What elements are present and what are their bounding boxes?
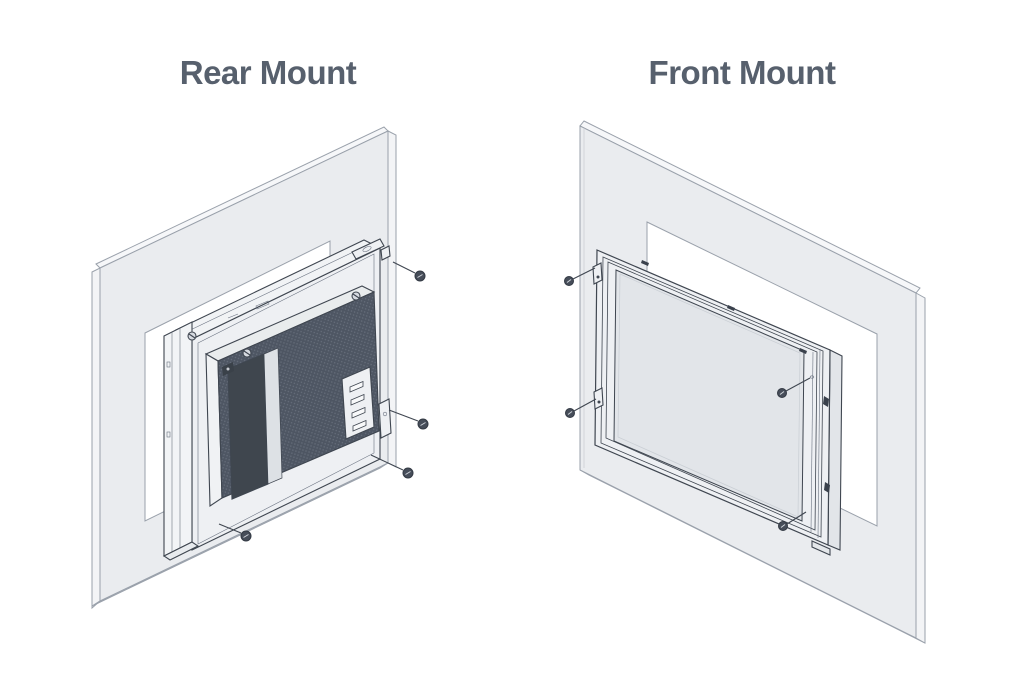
mounting-screw bbox=[370, 454, 414, 479]
mounting-screw bbox=[392, 261, 426, 282]
vent-slot bbox=[349, 380, 364, 393]
bezel-slab-hole bbox=[166, 431, 171, 438]
bezel-slab-foot bbox=[162, 541, 200, 561]
front-mount-illustration bbox=[564, 120, 926, 644]
clamp-screw-tick bbox=[641, 260, 649, 266]
screw-shaft bbox=[370, 454, 404, 471]
io-port-hole bbox=[226, 367, 230, 371]
panel-divider-strip bbox=[263, 347, 283, 485]
mounting-screw bbox=[388, 409, 429, 430]
side-bracket-hole bbox=[382, 411, 388, 417]
screw-shaft bbox=[786, 511, 807, 525]
front-mount-title: Front Mount bbox=[648, 54, 836, 91]
vent-slot bbox=[350, 393, 365, 406]
panel-pc-rear-unit bbox=[162, 238, 392, 561]
mount-tab-hole bbox=[596, 275, 600, 279]
right-rail-line-1 bbox=[810, 351, 814, 533]
bottom-right-foot bbox=[811, 540, 831, 556]
clamp-screw-tick bbox=[823, 396, 829, 407]
mount-tab bbox=[592, 262, 603, 285]
rear-mount-title: Rear Mount bbox=[179, 54, 357, 91]
vent-slot bbox=[352, 419, 367, 432]
dark-side-panel bbox=[227, 353, 269, 500]
top-face-slot bbox=[255, 300, 270, 310]
right-rail-line-2 bbox=[817, 348, 821, 539]
mounting-screw bbox=[218, 523, 252, 542]
bezel-line-3 bbox=[605, 261, 818, 531]
mount-tab-hole bbox=[597, 400, 601, 404]
captive-screw bbox=[187, 331, 197, 341]
vent-slot bbox=[351, 406, 366, 419]
screen bbox=[613, 269, 805, 522]
screw-shaft bbox=[388, 409, 419, 422]
wall-right-edge bbox=[915, 292, 926, 644]
mounting-screw bbox=[564, 267, 596, 286]
side-bracket bbox=[378, 398, 392, 439]
rear-mount-illustration bbox=[91, 126, 429, 610]
chassis-rear-inner-line bbox=[197, 253, 375, 545]
captive-screw bbox=[242, 348, 252, 358]
display-unit bbox=[592, 249, 843, 556]
screw-shaft bbox=[573, 398, 597, 412]
screw-shaft bbox=[218, 523, 242, 534]
captive-screw bbox=[351, 291, 361, 301]
clamp-screw-tick bbox=[727, 305, 735, 311]
screw-target-hole bbox=[809, 375, 815, 379]
mounting-screw bbox=[778, 511, 807, 531]
wall-left-edge bbox=[91, 267, 101, 610]
bezel-slab bbox=[163, 321, 193, 557]
mounting-screw bbox=[777, 375, 815, 398]
chassis-top-mid-line bbox=[181, 243, 371, 335]
bezel-slab-hole bbox=[166, 361, 171, 368]
corner-tab bbox=[380, 245, 391, 261]
screw-shaft bbox=[785, 377, 811, 392]
mounting-screw bbox=[565, 398, 597, 418]
bezel-line-2 bbox=[600, 256, 824, 538]
clamp-screw-tick bbox=[799, 348, 807, 354]
screw-shaft bbox=[572, 267, 596, 280]
top-face-dash bbox=[227, 313, 239, 319]
clamp-screw-tick bbox=[824, 482, 830, 493]
corner-bracket bbox=[351, 238, 385, 260]
corner-bracket-slot bbox=[362, 246, 372, 252]
mount-tab bbox=[593, 387, 604, 410]
screw-shaft bbox=[392, 261, 416, 274]
